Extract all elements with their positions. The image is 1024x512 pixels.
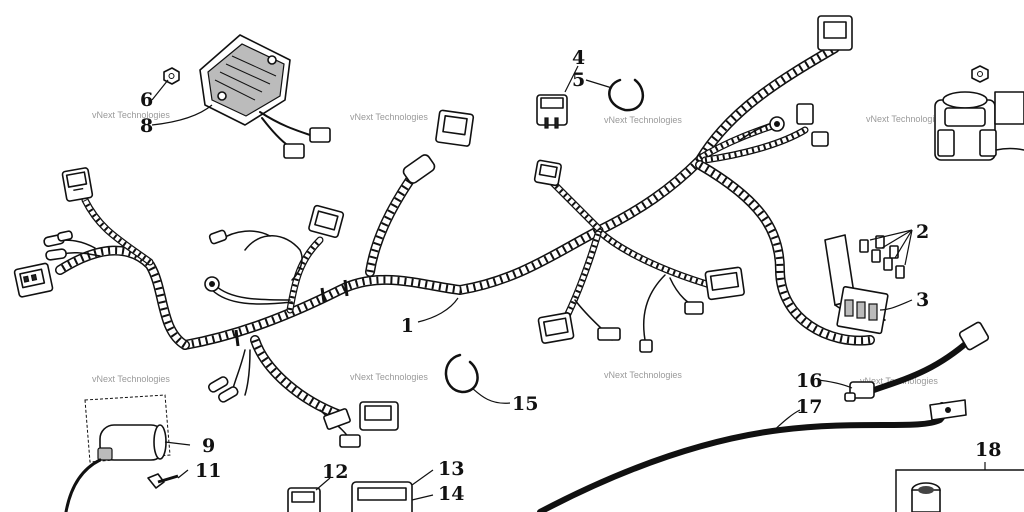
ground-cable [537, 399, 967, 512]
connector [308, 204, 345, 239]
retaining-clip [608, 78, 645, 112]
watermark-text: vNext Technologies [350, 112, 428, 122]
callout-13: 13 [438, 458, 464, 480]
watermark-text: vNext Technologies [92, 110, 170, 120]
callout-3: 3 [916, 289, 929, 311]
callout-14: 14 [438, 483, 464, 505]
callout-12: 12 [322, 461, 348, 483]
connector [359, 401, 399, 431]
connector [339, 434, 361, 448]
connector [323, 408, 351, 430]
callout-9: 9 [202, 435, 215, 457]
callout-16: 16 [796, 370, 822, 392]
connector [796, 103, 814, 125]
starter-solenoid [64, 394, 171, 512]
connector [537, 312, 575, 344]
fuses [859, 235, 905, 279]
watermark-text: vNext Technologies [92, 374, 170, 384]
callout-6: 6 [140, 89, 153, 111]
bullet-terminal [218, 386, 239, 403]
connector [684, 301, 704, 315]
solenoid-bolt [147, 473, 179, 489]
fuse-box [824, 234, 889, 335]
control-module [351, 481, 413, 512]
bullet-terminals [43, 230, 73, 261]
connector [435, 109, 475, 147]
callout-5: 5 [572, 69, 585, 91]
callout-numbers: 1 2 3 4 5 6 8 9 11 12 13 14 15 16 17 18 [140, 47, 1001, 505]
callout-4: 4 [572, 47, 585, 69]
callout-8: 8 [140, 115, 153, 137]
connector [597, 327, 621, 341]
callout-1: 1 [401, 315, 414, 337]
leader-lines [151, 65, 986, 501]
watermark-text: vNext Technologies [866, 114, 944, 124]
relay [536, 94, 568, 129]
watermark-text: vNext Technologies [350, 372, 428, 382]
connector [533, 159, 562, 187]
main-wiring-harness [55, 43, 875, 441]
relay-module [287, 487, 321, 512]
callout-15: 15 [512, 393, 538, 415]
cable-clip [444, 353, 479, 394]
callout-17: 17 [796, 396, 822, 418]
connector [13, 262, 54, 298]
connector [639, 339, 653, 353]
battery-cable [844, 321, 990, 402]
watermarks: vNext Technologies vNext Technologies vN… [92, 110, 944, 386]
inset-box [895, 469, 1024, 512]
callout-18: 18 [975, 439, 1001, 461]
connector [811, 131, 829, 147]
bullet-terminal [208, 376, 229, 393]
voltage-regulator [199, 34, 331, 159]
harness-connectors [13, 15, 853, 448]
connector [704, 266, 745, 301]
connector [817, 15, 853, 51]
callout-2: 2 [916, 221, 929, 243]
watermark-text: vNext Technologies [604, 115, 682, 125]
ignition-switch [934, 65, 1024, 161]
connector [208, 229, 228, 245]
inline-fuse-holder [402, 154, 436, 184]
connector [61, 167, 94, 202]
callout-11: 11 [195, 460, 221, 482]
watermark-text: vNext Technologies [604, 370, 682, 380]
